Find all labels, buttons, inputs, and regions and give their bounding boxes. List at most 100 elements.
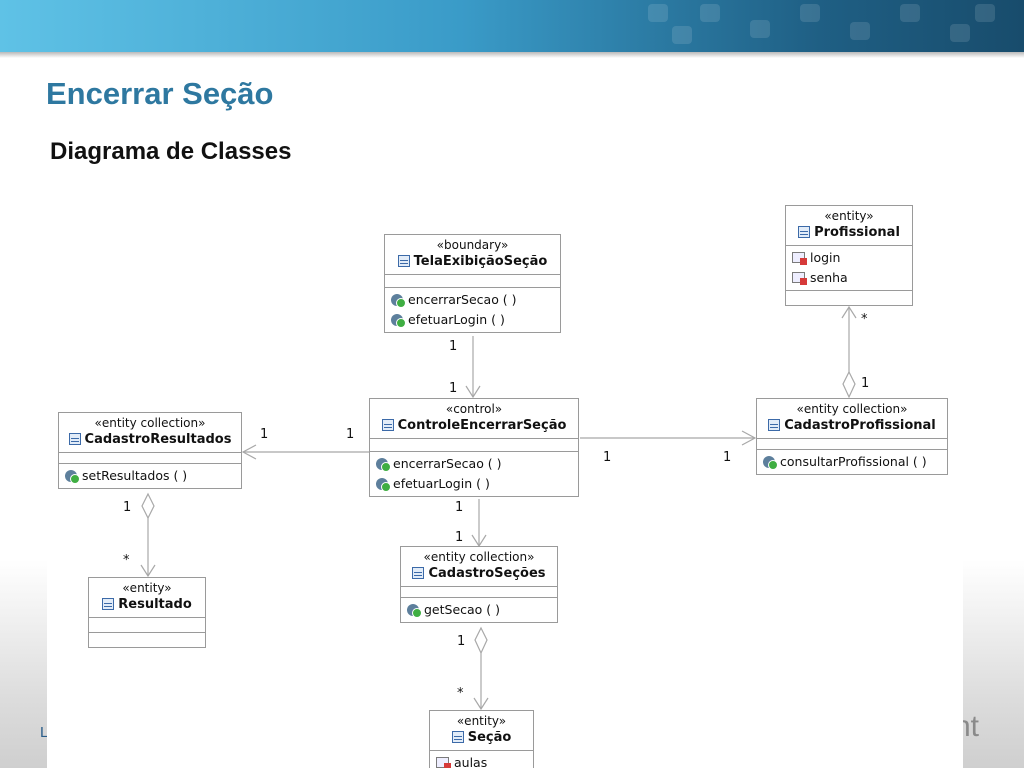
attributes-compartment	[59, 453, 241, 464]
class-icon	[412, 567, 425, 579]
aggregation-diamond	[141, 492, 155, 520]
multiplicity: 1	[861, 376, 870, 391]
class-profissional[interactable]: «entity» Profissional login senha	[785, 205, 913, 306]
class-secao[interactable]: «entity» Seção aulas	[429, 710, 534, 768]
multiplicity: 1	[723, 450, 732, 465]
operation: setResultados ( )	[65, 466, 235, 486]
attributes-compartment	[401, 587, 557, 598]
class-name: Resultado	[91, 596, 203, 613]
multiplicity: 1	[603, 450, 612, 465]
class-cadastro-secoes[interactable]: «entity collection» CadastroSeções getSe…	[400, 546, 558, 623]
banner-tile	[750, 20, 770, 38]
class-name: CadastroProfissional	[759, 417, 945, 434]
banner-tile	[648, 4, 668, 22]
class-cadastro-profissional[interactable]: «entity collection» CadastroProfissional…	[756, 398, 948, 475]
multiplicity: 1	[449, 339, 458, 354]
banner-tile	[975, 4, 995, 22]
operations-compartment: setResultados ( )	[59, 464, 241, 488]
arrowhead	[241, 444, 257, 460]
multiplicity: 1	[346, 427, 355, 442]
class-icon	[451, 731, 464, 743]
multiplicity: 1	[455, 500, 464, 515]
banner-tile	[700, 4, 720, 22]
banner-tile	[900, 4, 920, 22]
stereotype: «entity»	[456, 714, 507, 728]
banner-tile	[800, 4, 820, 22]
arrowhead	[841, 305, 857, 319]
attribute: aulas	[436, 753, 527, 768]
stereotype: «entity»	[122, 581, 172, 595]
class-icon	[102, 598, 115, 610]
operations-compartment: consultarProfissional ( )	[757, 450, 947, 474]
class-header: «boundary» TelaExibiçãoSeção	[385, 235, 560, 275]
stereotype: «entity collection»	[94, 416, 206, 430]
attribute: senha	[792, 268, 906, 288]
arrowhead	[140, 564, 156, 578]
attributes-compartment	[757, 439, 947, 450]
multiplicity: 1	[123, 500, 132, 515]
class-header: «entity» Profissional	[786, 206, 912, 246]
class-controle-encerrar-secao[interactable]: «control» ControleEncerrarSeção encerrar…	[369, 398, 579, 497]
header-banner	[0, 0, 1024, 52]
class-resultado[interactable]: «entity» Resultado	[88, 577, 206, 648]
class-name: CadastroResultados	[61, 431, 239, 448]
operation: efetuarLogin ( )	[391, 310, 554, 330]
stereotype: «control»	[445, 402, 503, 416]
operation: efetuarLogin ( )	[376, 474, 572, 494]
operation-icon	[65, 470, 80, 484]
operation-icon	[407, 604, 422, 618]
multiplicity: 1	[449, 381, 458, 396]
attributes-compartment: aulas	[430, 751, 533, 768]
multiplicity: *	[861, 312, 868, 327]
class-icon	[381, 419, 394, 431]
class-tela-exibicao-secao[interactable]: «boundary» TelaExibiçãoSeção encerrarSec…	[384, 234, 561, 333]
banner-tile	[672, 26, 692, 44]
class-header: «control» ControleEncerrarSeção	[370, 399, 578, 439]
arrowhead	[473, 697, 489, 711]
class-name: Seção	[432, 729, 531, 746]
attributes-compartment	[370, 439, 578, 452]
multiplicity: 1	[457, 634, 466, 649]
operations-compartment	[89, 633, 205, 647]
class-icon	[768, 419, 781, 431]
aggregation-diamond	[474, 626, 488, 655]
arrowhead	[741, 430, 757, 446]
banner-shadow	[0, 52, 1024, 58]
class-name: Profissional	[788, 224, 910, 241]
class-header: «entity collection» CadastroResultados	[59, 413, 241, 453]
operation: encerrarSecao ( )	[376, 454, 572, 474]
operation: consultarProfissional ( )	[763, 452, 941, 472]
class-header: «entity» Seção	[430, 711, 533, 751]
attributes-compartment	[89, 618, 205, 633]
attribute: login	[792, 248, 906, 268]
operations-compartment: encerrarSecao ( ) efetuarLogin ( )	[385, 288, 560, 332]
class-name: ControleEncerrarSeção	[372, 417, 576, 434]
attributes-compartment	[385, 275, 560, 288]
class-header: «entity» Resultado	[89, 578, 205, 618]
multiplicity: *	[457, 686, 464, 701]
banner-tile	[950, 24, 970, 42]
operation: encerrarSecao ( )	[391, 290, 554, 310]
footer-text: L	[40, 724, 49, 741]
class-name: CadastroSeções	[403, 565, 555, 582]
class-header: «entity collection» CadastroProfissional	[757, 399, 947, 439]
class-icon	[798, 226, 811, 238]
operation-icon	[376, 478, 391, 492]
class-cadastro-resultados[interactable]: «entity collection» CadastroResultados s…	[58, 412, 242, 489]
operation-icon	[391, 314, 406, 328]
operations-compartment: getSecao ( )	[401, 598, 557, 622]
stereotype: «entity collection»	[423, 550, 535, 564]
operation: getSecao ( )	[407, 600, 551, 620]
operation-icon	[391, 294, 406, 308]
slide-subtitle: Diagrama de Classes	[50, 138, 292, 165]
aggregation-diamond	[842, 370, 856, 399]
class-icon	[68, 433, 81, 445]
stereotype: «entity collection»	[796, 402, 908, 416]
multiplicity: 1	[260, 427, 269, 442]
operations-compartment: encerrarSecao ( ) efetuarLogin ( )	[370, 452, 578, 496]
multiplicity: *	[123, 553, 130, 568]
class-header: «entity collection» CadastroSeções	[401, 547, 557, 587]
operation-icon	[763, 456, 778, 470]
attribute-icon	[436, 757, 451, 768]
